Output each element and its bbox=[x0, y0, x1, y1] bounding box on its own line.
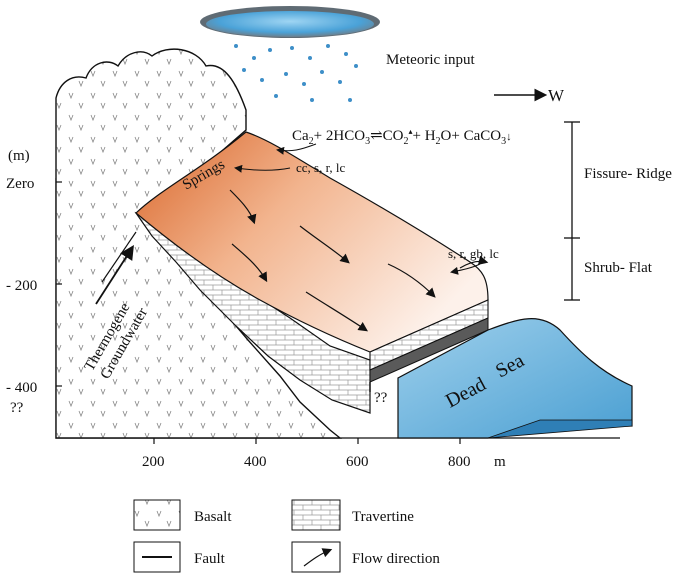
rain-icon bbox=[234, 44, 358, 102]
unknown-depth-mid: ?? bbox=[374, 390, 388, 406]
facies-bottom-pointer bbox=[450, 263, 481, 275]
y-axis-ticks bbox=[56, 181, 62, 387]
legend-flow-arrow-icon bbox=[303, 548, 333, 567]
x-unit-label: m bbox=[494, 454, 506, 470]
travertine-slope bbox=[135, 131, 489, 353]
legend-fault-label: Fault bbox=[194, 551, 226, 567]
facies-bottom-label: s, r, gb, lc bbox=[448, 246, 499, 261]
y-unknown-label: ?? bbox=[10, 400, 24, 416]
legend: Basalt Travertine Fault Flow direction bbox=[133, 499, 440, 573]
equation-pointer bbox=[276, 143, 317, 155]
groundwater-arrow bbox=[95, 244, 134, 305]
legend-travertine-swatch bbox=[291, 499, 341, 531]
x-tick-600: 600 bbox=[346, 454, 369, 470]
x-tick-400: 400 bbox=[244, 454, 267, 470]
x-tick-800: 800 bbox=[448, 454, 471, 470]
flow-arrows bbox=[229, 189, 489, 332]
west-label: W bbox=[548, 86, 565, 105]
zone-bracket bbox=[564, 121, 580, 301]
legend-travertine-label: Travertine bbox=[352, 509, 414, 525]
fissure-ridge-label: Fissure- Ridge bbox=[584, 166, 672, 182]
x-tick-200: 200 bbox=[142, 454, 165, 470]
facies-top-label: cc, s, r, lc bbox=[296, 160, 346, 175]
y-tick-zero: Zero bbox=[6, 176, 34, 192]
y-unit-label: (m) bbox=[8, 148, 30, 164]
y-tick-minus200: - 200 bbox=[6, 278, 37, 294]
facies-top-pointer bbox=[234, 164, 291, 173]
legend-basalt-swatch bbox=[133, 499, 181, 531]
meteoric-input-label: Meteoric input bbox=[386, 52, 476, 68]
cloud-icon bbox=[200, 6, 380, 38]
y-tick-minus400: - 400 bbox=[6, 380, 37, 396]
equation: Ca2+ 2HCO3⇌CO2▴+ H2O+ CaCO3↓ bbox=[292, 127, 512, 147]
x-axis-ticks bbox=[153, 438, 461, 444]
dead-sea bbox=[397, 318, 633, 439]
dead-sea-base bbox=[398, 419, 633, 439]
fault-line bbox=[101, 231, 137, 283]
legend-basalt-label: Basalt bbox=[194, 509, 232, 525]
legend-flow-label: Flow direction bbox=[352, 551, 440, 567]
shrub-flat-label: Shrub- Flat bbox=[584, 260, 653, 276]
basalt-mountain bbox=[55, 48, 342, 439]
